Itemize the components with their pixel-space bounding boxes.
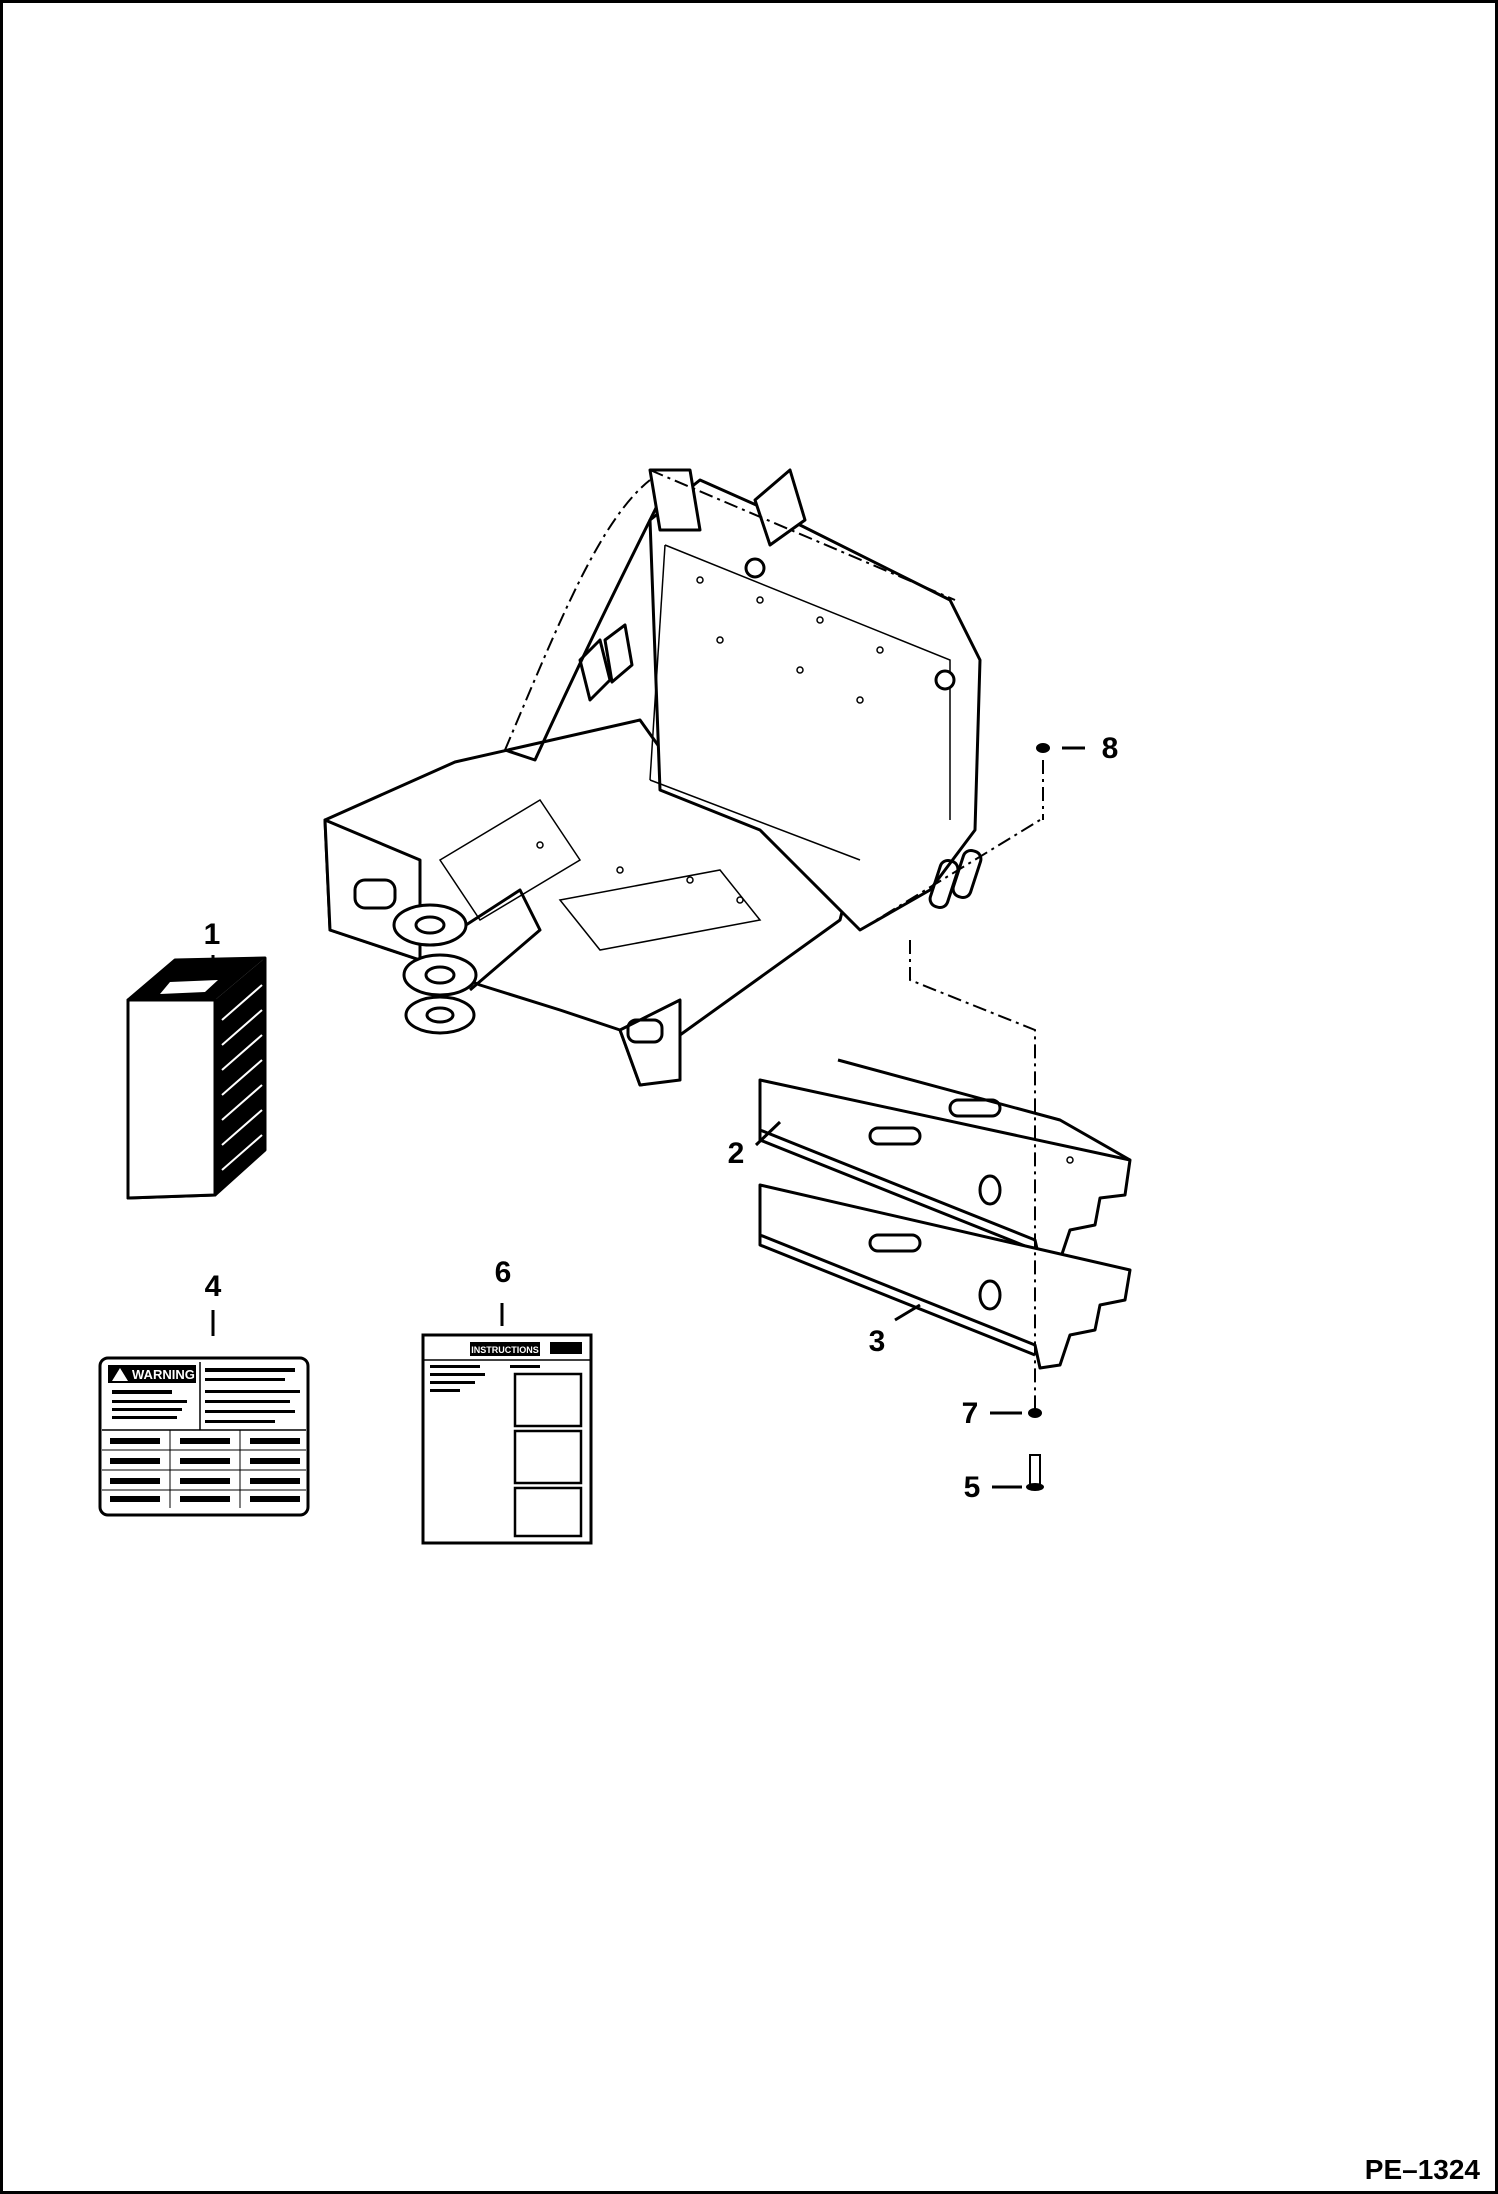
label-4: 4 (205, 1270, 222, 1303)
label-6: 6 (495, 1256, 512, 1289)
label-5: 5 (964, 1471, 981, 1504)
floor-plate-lower (758, 1183, 1132, 1370)
upperstructure-frame (323, 468, 1041, 1087)
bolt-5 (1026, 1454, 1044, 1491)
label-3: 3 (869, 1325, 886, 1358)
operators-manual-box (126, 956, 267, 1200)
leader-lines (211, 746, 1085, 1489)
drawing-code: PE–1324 (1364, 2154, 1480, 2185)
warning-decal: WARNING (98, 1356, 310, 1517)
washer-7 (1028, 1408, 1042, 1418)
instructions-decal: INSTRUCTIONS (421, 1333, 593, 1545)
assembly-line-plates (909, 940, 1036, 1415)
label-1: 1 (204, 918, 221, 951)
label-8: 8 (1102, 732, 1119, 765)
instructions-header: INSTRUCTIONS (471, 1345, 539, 1355)
label-7: 7 (962, 1397, 979, 1430)
label-2: 2 (728, 1137, 745, 1170)
swing-bracket (392, 888, 542, 1035)
warning-header: WARNING (132, 1367, 195, 1382)
nut-8 (1036, 743, 1050, 753)
